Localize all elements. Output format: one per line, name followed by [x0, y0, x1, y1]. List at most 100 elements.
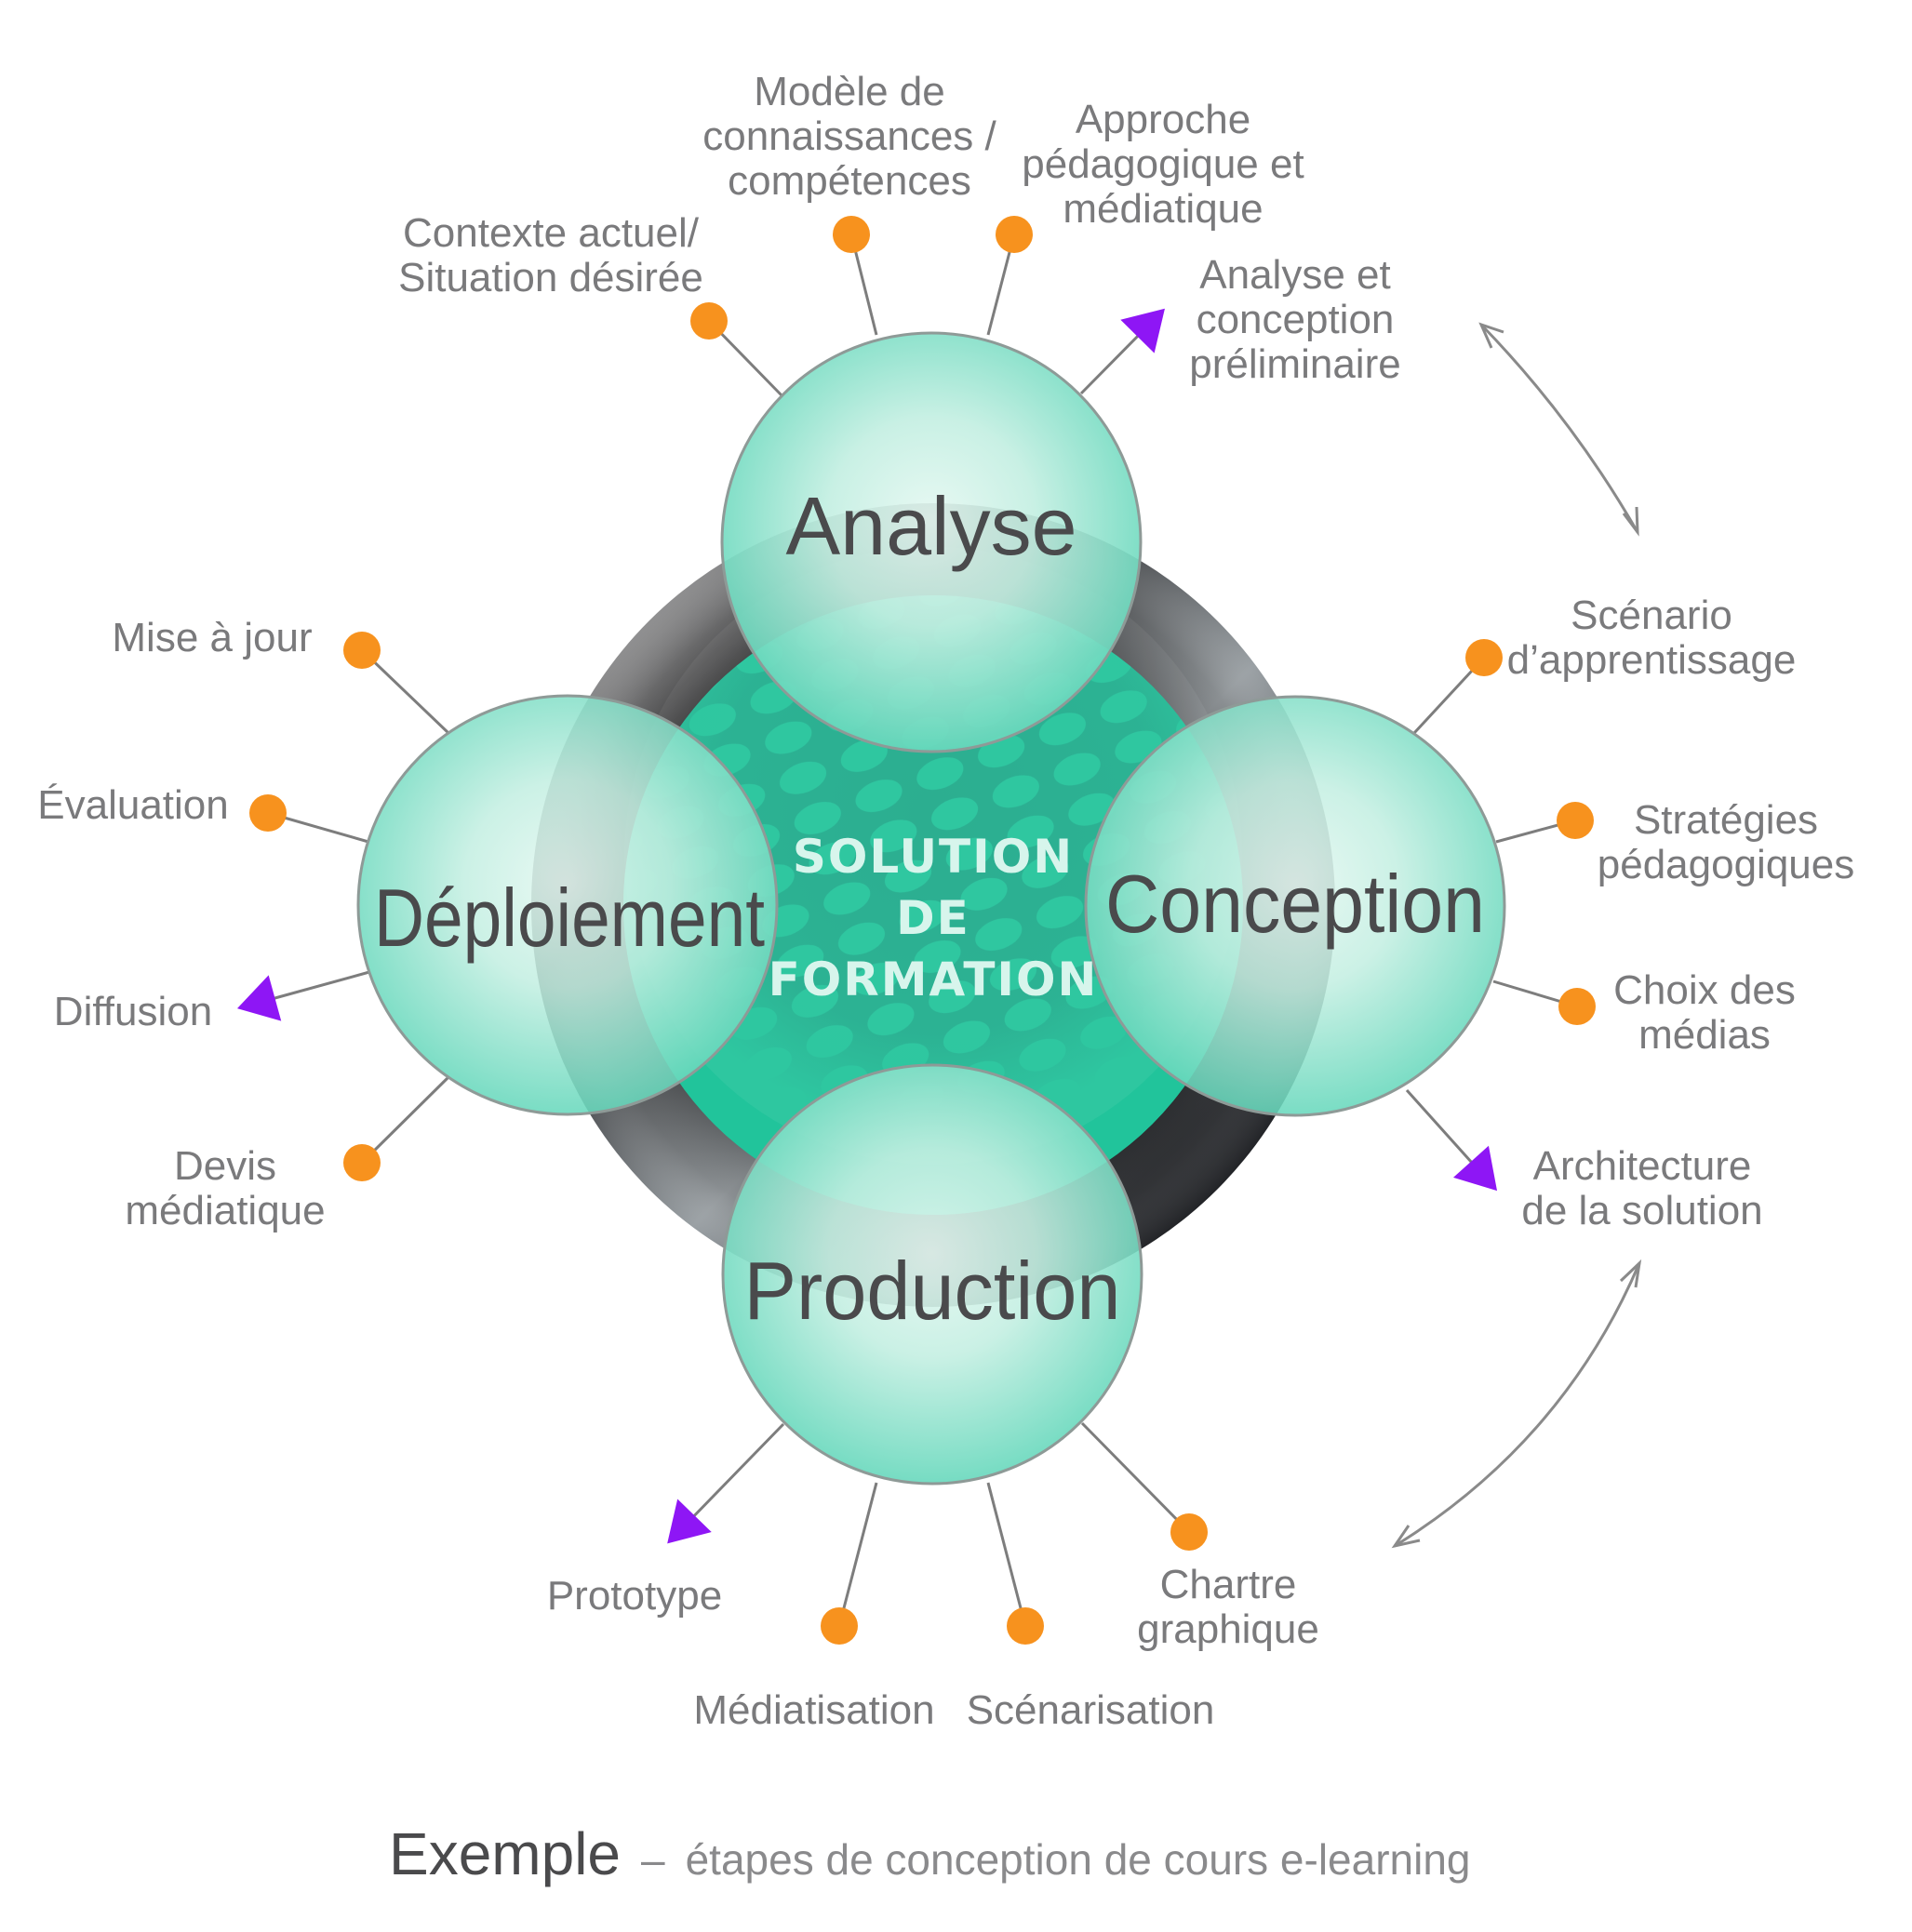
activity-dot-icon	[996, 216, 1033, 253]
caption: Exemple – étapes de conception de cours …	[389, 1820, 1471, 1887]
caption-sub: étapes de conception de cours e-learning	[686, 1835, 1471, 1884]
label-line: Médiatisation	[693, 1687, 934, 1733]
label-line: pédagogiques	[1598, 842, 1854, 887]
label-line: d’apprentissage	[1507, 637, 1797, 683]
label-line: connaissances /	[702, 113, 996, 159]
connector-line	[1080, 1421, 1191, 1534]
cycle-arrow-bottom-path	[1394, 1262, 1641, 1548]
caption-main: Exemple	[389, 1820, 621, 1887]
activity-dot-icon	[821, 1607, 858, 1645]
cycle-arrow-bottom	[1391, 1259, 1642, 1549]
activity-dot-icon	[1558, 988, 1596, 1025]
label-line: Situation désirée	[398, 255, 703, 300]
stage-deploiement[interactable]: Déploiement	[356, 694, 779, 1116]
activity-dot-icon	[833, 216, 870, 253]
production-item-label: Médiatisation	[693, 1687, 934, 1733]
label-line: Évaluation	[37, 782, 228, 828]
connector-line	[261, 970, 370, 1004]
arrowhead-bottom-end	[1619, 1259, 1642, 1288]
stage-label-deploiement: Déploiement	[374, 872, 765, 964]
core-disc-fade	[623, 595, 1243, 1215]
caption-text: Exemple – étapes de conception de cours …	[389, 1820, 1471, 1887]
connector-line	[837, 1482, 878, 1627]
center-title: SOLUTION DE FORMATION	[769, 830, 1099, 1006]
deliverable-triangle-icon	[236, 975, 282, 1021]
production-item-label: Scénarisation	[967, 1687, 1215, 1733]
connector-line	[360, 1075, 450, 1165]
production-item-label: Prototype	[547, 1573, 722, 1619]
label-line: pédagogique et	[1022, 141, 1304, 187]
label-line: médiatique	[1063, 186, 1263, 232]
activity-dot-icon	[343, 1144, 381, 1181]
activity-dot-icon	[249, 794, 287, 832]
arrowhead-top-end	[1622, 506, 1639, 537]
label-line: Devis	[174, 1143, 276, 1189]
label-line: médias	[1638, 1012, 1771, 1058]
center-line-2: DE	[896, 891, 970, 945]
label-line: Architecture	[1533, 1143, 1752, 1189]
center-line-1: SOLUTION	[793, 830, 1074, 884]
label-line: Modèle de	[754, 69, 944, 114]
label-line: Chartre	[1160, 1562, 1297, 1607]
activity-dot-icon	[343, 632, 381, 669]
deliverable-triangle-icon	[667, 1499, 712, 1544]
connector-line	[360, 648, 450, 735]
label-line: Scénario	[1571, 593, 1732, 638]
arrowhead-bottom-start	[1391, 1525, 1421, 1549]
connector-line	[683, 1422, 785, 1527]
stages-layer: Analyse Déploiement Conception Productio…	[356, 331, 1506, 1486]
deploiement-item-label: Diffusion	[54, 989, 212, 1034]
label-line: Contexte actuel/	[403, 210, 700, 256]
label-line: Mise à jour	[112, 615, 312, 660]
stage-analyse[interactable]: Analyse	[720, 331, 1143, 753]
activity-dot-icon	[1557, 802, 1594, 839]
activity-dot-icon	[1465, 639, 1503, 676]
caption-separator: –	[641, 1835, 665, 1884]
activity-dot-icon	[690, 302, 728, 340]
stage-label-conception: Conception	[1105, 858, 1485, 950]
label-line: de la solution	[1521, 1188, 1762, 1233]
deliverable-triangle-icon	[1453, 1145, 1498, 1192]
label-line: Diffusion	[54, 989, 212, 1034]
label-line: Choix des	[1613, 967, 1796, 1013]
activity-dot-icon	[1007, 1607, 1044, 1645]
label-line: médiatique	[125, 1188, 325, 1233]
labels-layer: Contexte actuel/Situation désiréeModèle …	[37, 69, 1854, 1733]
connector-line	[1405, 1088, 1482, 1174]
label-line: Scénarisation	[967, 1687, 1215, 1733]
stage-label-analyse: Analyse	[785, 480, 1076, 572]
label-line: Prototype	[547, 1573, 722, 1619]
center-line-3: FORMATION	[769, 953, 1099, 1006]
core-gloss	[624, 547, 1242, 1165]
cycle-arrow-top-path	[1479, 323, 1639, 533]
arrowhead-top-start	[1478, 322, 1504, 349]
stage-conception[interactable]: Conception	[1084, 695, 1506, 1117]
stage-production[interactable]: Production	[721, 1063, 1143, 1486]
analyse-item-label: Contexte actuel/Situation désirée	[398, 210, 703, 300]
stage-label-production: Production	[744, 1245, 1121, 1337]
label-line: conception	[1197, 297, 1395, 342]
core-group	[531, 503, 1335, 1307]
deploiement-item-label: Évaluation	[37, 782, 228, 828]
label-line: Stratégies	[1634, 797, 1818, 843]
label-line: Approche	[1076, 97, 1250, 142]
label-line: Analyse et	[1199, 252, 1390, 298]
label-line: graphique	[1137, 1606, 1319, 1652]
label-line: compétences	[728, 158, 971, 204]
label-line: préliminaire	[1189, 341, 1400, 387]
deliverable-triangle-icon	[1120, 308, 1165, 353]
deploiement-item-label: Mise à jour	[112, 615, 312, 660]
activity-dot-icon	[1170, 1513, 1208, 1551]
cycle-arrow-top	[1478, 322, 1639, 537]
connector-line	[1079, 325, 1149, 395]
